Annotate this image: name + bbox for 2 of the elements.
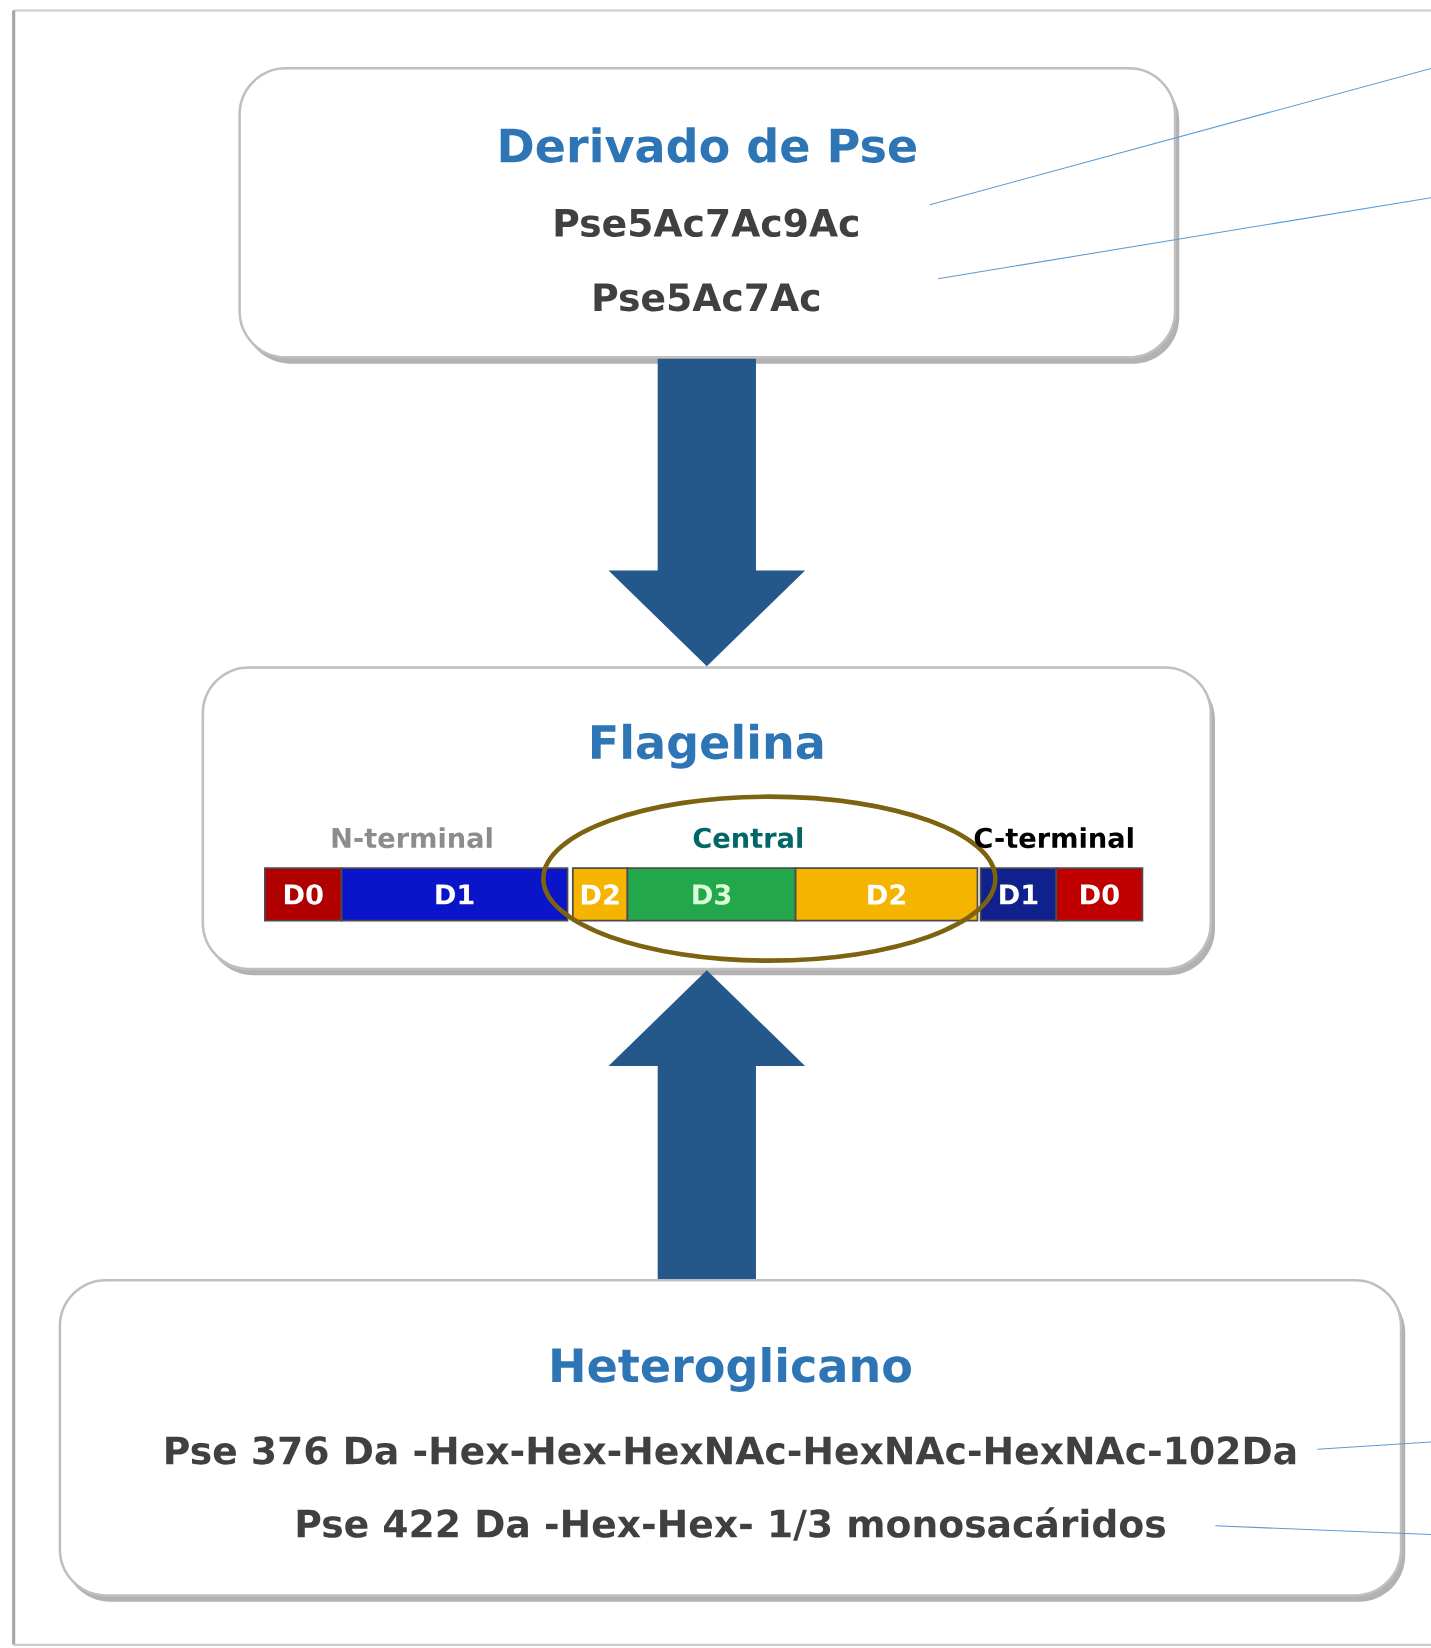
block-arrow xyxy=(608,358,805,667)
block-arrow xyxy=(608,970,805,1279)
